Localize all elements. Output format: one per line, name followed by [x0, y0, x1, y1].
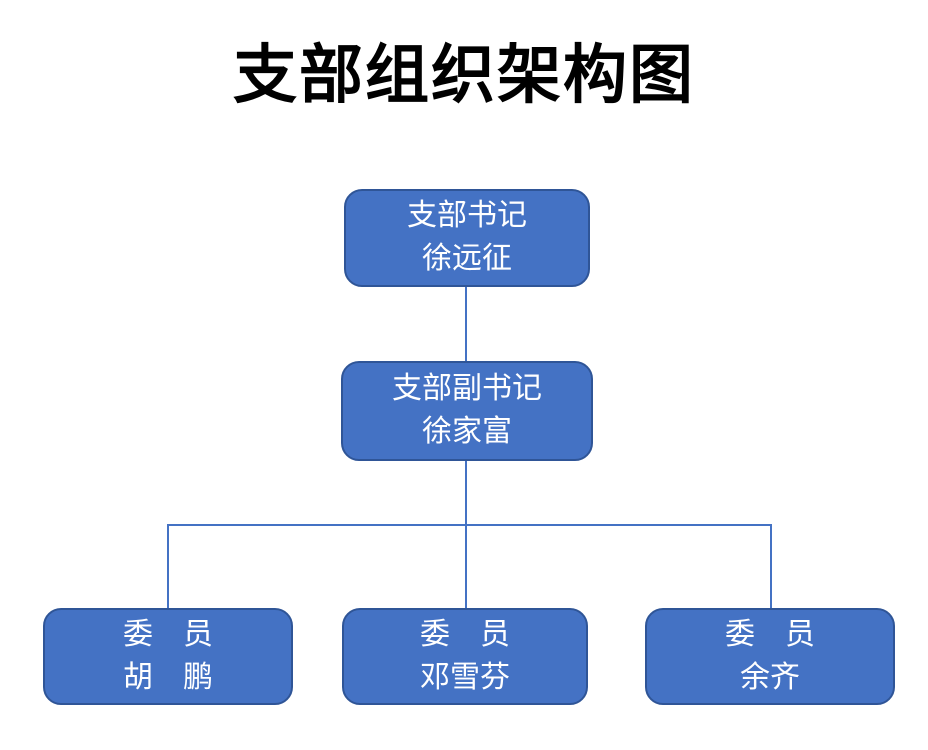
org-node-deputy-secretary: 支部副书记 徐家富: [341, 361, 593, 461]
org-node-name: 余齐: [740, 660, 800, 694]
org-node-member-1: 委 员 胡 鹏: [43, 608, 293, 705]
org-node-member-2: 委 员 邓雪芬: [342, 608, 588, 705]
page-title: 支部组织架构图: [233, 40, 695, 111]
org-node-name: 徐家富: [422, 415, 512, 448]
org-node-member-3: 委 员 余齐: [645, 608, 895, 705]
org-node-name: 胡 鹏: [123, 660, 213, 694]
connector-horizontal-bus: [167, 524, 772, 526]
org-node-name: 徐远征: [422, 242, 512, 275]
org-node-role: 支部书记: [407, 199, 527, 233]
org-node-secretary: 支部书记 徐远征: [344, 189, 590, 287]
org-node-role: 委 员: [420, 617, 510, 651]
connector-drop-member-3: [770, 524, 772, 608]
org-node-role: 委 员: [123, 617, 213, 651]
org-node-name: 邓雪芬: [420, 660, 510, 694]
connector-drop-member-2: [465, 524, 467, 608]
connector-secretary-deputy: [465, 287, 467, 361]
org-node-role: 委 员: [725, 617, 815, 651]
connector-deputy-stem: [465, 461, 467, 525]
connector-drop-member-1: [167, 524, 169, 608]
org-node-role: 支部副书记: [392, 372, 542, 406]
